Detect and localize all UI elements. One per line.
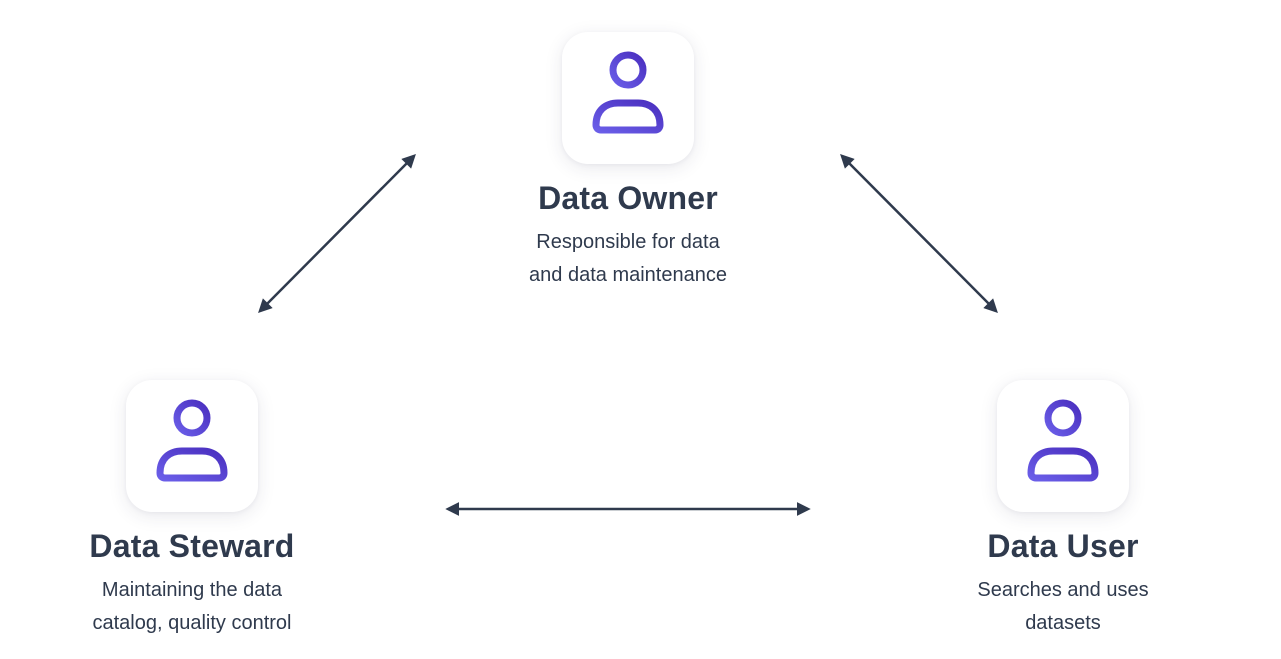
description-line: Responsible for data — [536, 231, 720, 253]
role-description: Maintaining the data catalog, quality co… — [42, 574, 342, 640]
role-data-steward: Data Steward Maintaining the data catalo… — [42, 380, 342, 640]
role-title: Data Steward — [89, 528, 295, 564]
description-line: catalog, quality control — [92, 612, 292, 634]
role-title: Data User — [987, 528, 1139, 564]
person-icon — [592, 51, 664, 134]
arrow-owner-user — [840, 154, 998, 313]
person-icon — [156, 399, 228, 482]
role-description: Responsible for data and data maintenanc… — [478, 226, 778, 292]
description-line: datasets — [1025, 612, 1101, 634]
description-line: Searches and uses — [977, 579, 1149, 601]
icon-card — [126, 380, 258, 512]
role-title: Data Owner — [538, 180, 718, 216]
role-description: Searches and uses datasets — [913, 574, 1213, 640]
icon-card — [997, 380, 1129, 512]
role-data-user: Data User Searches and uses datasets — [913, 380, 1213, 640]
role-data-owner: Data Owner Responsible for data and data… — [478, 32, 778, 292]
description-line: Maintaining the data — [101, 579, 283, 601]
description-line: and data maintenance — [529, 264, 727, 286]
person-icon — [1027, 399, 1099, 482]
arrow-owner-steward — [258, 154, 416, 313]
icon-card — [562, 32, 694, 164]
